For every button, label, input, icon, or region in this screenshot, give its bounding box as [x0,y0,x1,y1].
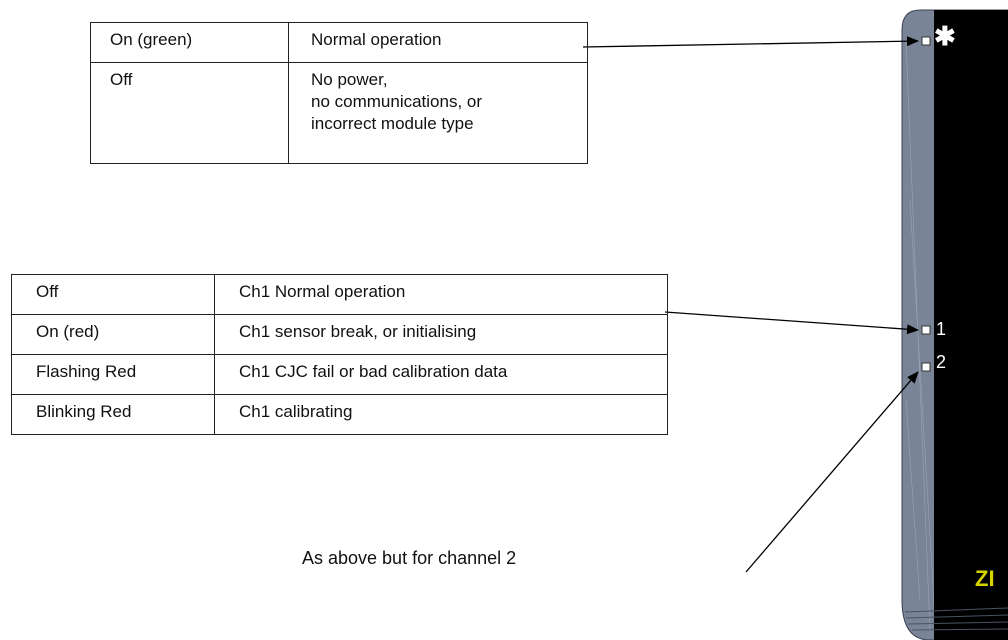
led-meaning: Ch1 sensor break, or initialising [214,314,668,355]
table-row: Off No power, no communications, or inco… [90,62,588,164]
table-row: Flashing Red Ch1 CJC fail or bad calibra… [11,354,668,395]
module-bevel [905,39,936,631]
table-row: On (green) Normal operation [90,22,588,63]
ch2-led [921,362,931,372]
ch1-led [921,325,931,335]
module-bottom-ridges [904,607,1008,631]
led-meaning: Ch1 Normal operation [214,274,668,315]
led-state: Blinking Red [11,394,215,435]
brand-logo: ZI [975,566,995,591]
table-row: On (red) Ch1 sensor break, or initialisi… [11,314,668,355]
arrow-ch2-led [745,371,919,573]
led-meaning: Normal operation [288,22,588,63]
module-led [921,36,931,46]
led-state: On (red) [11,314,215,355]
ch2-led-label: 2 [936,352,947,372]
arrow-ch1-led [664,311,919,335]
channel1-led-table: Off Ch1 Normal operation On (red) Ch1 se… [11,274,668,435]
led-state: Off [11,274,215,315]
led-state: On (green) [90,22,289,63]
led-meaning: Ch1 CJC fail or bad calibration data [214,354,668,395]
led-meaning: No power, no communications, or incorrec… [288,62,588,164]
led-state: Flashing Red [11,354,215,395]
module-led-table: On (green) Normal operation Off No power… [90,22,588,164]
channel2-caption: As above but for channel 2 [302,548,517,568]
ch1-led-label: 1 [936,319,947,339]
arrow-module-led [582,36,919,48]
led-meaning: Ch1 calibrating [214,394,668,435]
table-row: Blinking Red Ch1 calibrating [11,394,668,435]
led-state: Off [90,62,289,164]
module-front-face [934,10,1008,640]
table-row: Off Ch1 Normal operation [11,274,668,315]
module-led-label: ✱ [934,21,956,51]
